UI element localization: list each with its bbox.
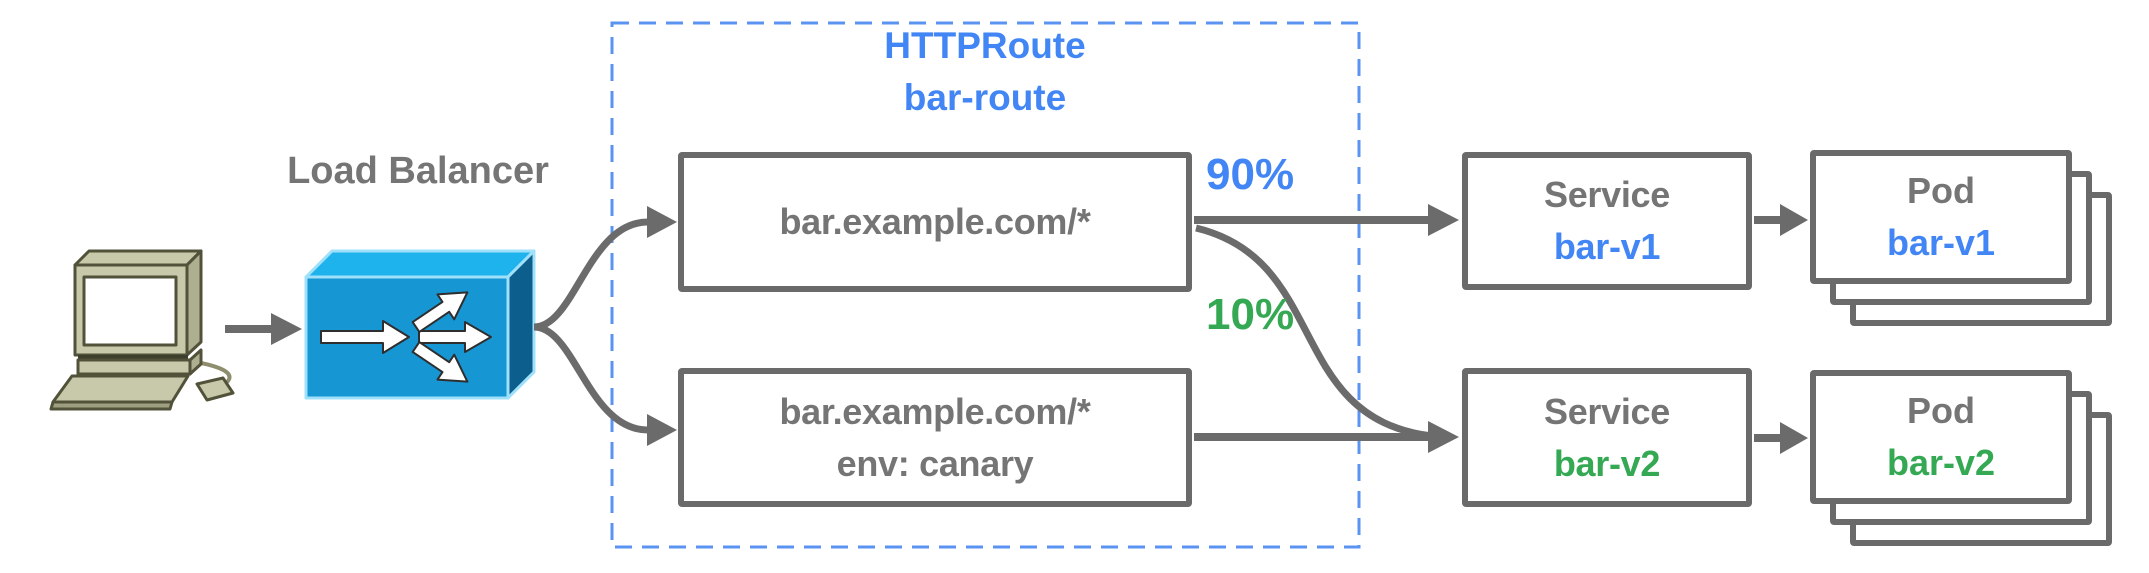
pod-bar-v1-stack: Pod bar-v1 (1810, 150, 2112, 326)
service-bar-v2-name: bar-v2 (1553, 442, 1661, 484)
weight-10-label: 10% (1206, 290, 1295, 339)
service2-to-pod2-arrow (1754, 422, 1808, 454)
service-bar-v1-kind: Service (1543, 174, 1670, 215)
pod-bar-v1-kind: Pod (1907, 170, 1975, 211)
lb-split-arrows (533, 206, 677, 446)
httproute-dashed-border (610, 21, 1361, 549)
service-bar-v1-box: Service bar-v1 (1462, 152, 1752, 290)
httproute-name-label: bar-route (903, 77, 1067, 118)
pod-bar-v2-kind: Pod (1907, 390, 1975, 431)
load-balancer-icon (304, 249, 536, 400)
lb-out-arrow-up (411, 291, 469, 333)
service-bar-v2-box: Service bar-v2 (1462, 368, 1752, 507)
pod-bar-v1-name: bar-v1 (1886, 222, 1996, 263)
weight-90-label: 90% (1206, 150, 1295, 199)
route2-to-service2-arrow (1194, 421, 1459, 453)
monitor-screen (82, 275, 178, 347)
route-rule-canary-match: bar.example.com/* (779, 390, 1091, 432)
lb-out-arrow-mid (418, 321, 492, 353)
route-rule-canary-box: bar.example.com/* env: canary (678, 368, 1192, 507)
route1-to-service2-curve (1195, 224, 1433, 440)
load-balancer-label: Load Balancer (287, 150, 549, 192)
service-bar-v1-name: bar-v1 (1553, 226, 1661, 267)
httproute-kind-label: HTTPRoute (884, 25, 1086, 66)
pod-bar-v1-box: Pod bar-v1 (1810, 150, 2072, 284)
route1-to-service1-arrow (1194, 204, 1459, 236)
desktop-computer-icon (49, 249, 235, 411)
lb-out-arrow-down (411, 341, 469, 383)
pod-bar-v2-name: bar-v2 (1886, 442, 1996, 483)
route-rule-canary-header: env: canary (836, 442, 1034, 484)
service-bar-v2-kind: Service (1543, 390, 1670, 432)
httproute-group-title: HTTPRoute bar-route (785, 20, 1185, 124)
pod-bar-v2-box: Pod bar-v2 (1810, 370, 2072, 504)
mouse-icon (195, 376, 235, 402)
client-to-lb-arrow (225, 313, 302, 345)
route-rule-primary-box: bar.example.com/* (678, 152, 1192, 292)
service1-to-pod1-arrow (1754, 204, 1808, 236)
lb-in-arrow (320, 320, 410, 354)
pod-bar-v2-stack: Pod bar-v2 (1810, 370, 2112, 546)
route-rule-primary-match: bar.example.com/* (779, 201, 1091, 242)
